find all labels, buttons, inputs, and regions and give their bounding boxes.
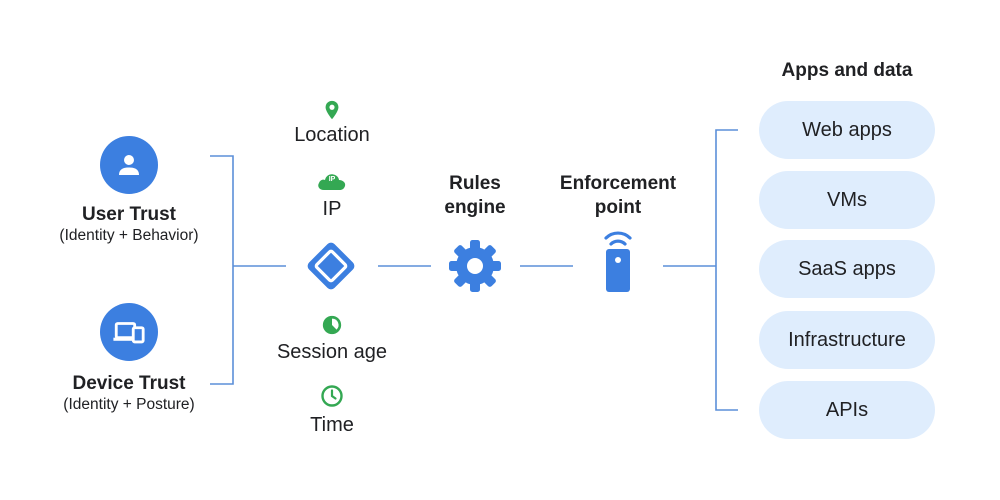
device-trust-avatar [100, 303, 158, 361]
user-trust-title: User Trust [82, 204, 176, 225]
app-pill-label: Web apps [802, 118, 892, 141]
device-trust-subtitle: (Identity + Posture) [63, 396, 195, 413]
session-pie-icon [322, 315, 342, 335]
user-trust-subtitle: (Identity + Behavior) [59, 227, 199, 244]
user-trust-avatar [100, 136, 158, 194]
location-pin-icon [325, 100, 339, 120]
app-pill-vms: VMs [759, 171, 935, 229]
app-pill-infrastructure: Infrastructure [759, 311, 935, 369]
signal-time-label: Time [310, 414, 354, 436]
gear-icon [449, 240, 501, 292]
device-trust-title: Device Trust [72, 373, 186, 394]
devices-icon [113, 322, 145, 344]
enforcement-label-line1: Enforcement [559, 173, 677, 194]
app-pill-label: SaaS apps [798, 257, 896, 280]
remote-signal-icon [604, 231, 632, 292]
policy-diamond-icon [307, 242, 355, 290]
app-pill-web-apps: Web apps [759, 101, 935, 159]
app-pill-saas-apps: SaaS apps [759, 240, 935, 298]
enforcement-label-line2: point [594, 197, 642, 218]
app-pill-label: Infrastructure [788, 328, 906, 351]
app-pill-label: APIs [825, 398, 869, 421]
rules-engine-label-line2: engine [444, 197, 506, 218]
signal-location-label: Location [294, 124, 370, 146]
signal-session-age-label: Session age [276, 341, 388, 363]
person-icon [119, 155, 139, 175]
rules-engine-label-line1: Rules [449, 173, 501, 194]
clock-icon [321, 385, 343, 407]
ip-badge-text: IP [328, 176, 336, 183]
app-pill-label: VMs [827, 188, 867, 211]
ip-cloud-icon: IP [316, 170, 348, 192]
signal-ip-label: IP [322, 198, 342, 220]
apps-heading: Apps and data [781, 60, 913, 81]
app-pill-apis: APIs [759, 381, 935, 439]
